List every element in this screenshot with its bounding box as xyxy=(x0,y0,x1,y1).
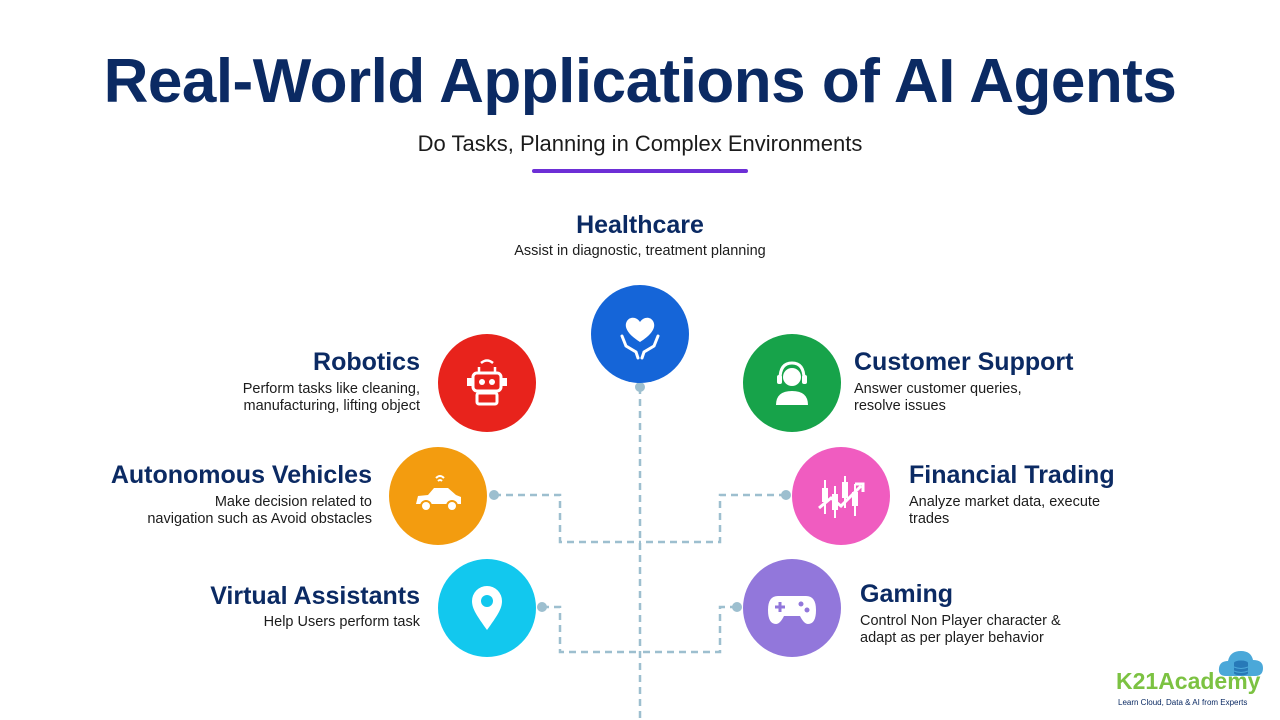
customer-support-circle xyxy=(743,334,841,432)
customer-support-desc-line: Answer customer queries, xyxy=(854,381,1022,397)
customer-support-desc-line: resolve issues xyxy=(854,398,946,414)
connector-virtual xyxy=(542,605,640,654)
node-dot-virtual xyxy=(537,602,547,612)
robotics-circle xyxy=(438,334,536,432)
autonomous-vehicles-desc: Make decision related to navigation such… xyxy=(60,494,372,528)
candlestick-chart-icon xyxy=(818,476,865,518)
gaming-title: Gaming xyxy=(860,580,954,608)
gamepad-icon xyxy=(768,596,816,624)
financial-trading-desc: Analyze market data, execute trades xyxy=(909,494,1169,528)
connector-gaming xyxy=(640,605,737,654)
robot-icon xyxy=(467,359,507,406)
robotics-desc-line: manufacturing, lifting object xyxy=(243,398,420,414)
customer-support-desc: Answer customer queries, resolve issues xyxy=(854,381,1154,415)
financial-trading-title: Financial Trading xyxy=(909,461,1115,489)
healthcare-circle xyxy=(591,285,689,383)
financial-trading-circle xyxy=(792,447,890,545)
financial-trading-desc-line: Analyze market data, execute xyxy=(909,494,1101,510)
robotics-title: Robotics xyxy=(313,348,420,376)
heart-hands-icon xyxy=(620,317,660,360)
gaming-desc-line: adapt as per player behavior xyxy=(860,630,1044,646)
customer-support-title: Customer Support xyxy=(854,348,1074,376)
connector-autonomous xyxy=(494,493,640,544)
robotics-desc-line: Perform tasks like cleaning, xyxy=(242,381,420,397)
virtual-assistants-title: Virtual Assistants xyxy=(210,582,420,610)
car-icon xyxy=(416,475,461,512)
virtual-assistants-circle xyxy=(438,559,536,657)
autonomous-vehicles-circle xyxy=(389,447,487,545)
logo-name: K21Academy xyxy=(1116,668,1261,694)
page-title: Real-World Applications of AI Agents xyxy=(103,47,1177,116)
healthcare-desc: Assist in diagnostic, treatment planning xyxy=(514,243,766,259)
logo-tagline: Learn Cloud, Data & AI from Experts xyxy=(1118,698,1248,707)
gaming-desc: Control Non Player character & adapt as … xyxy=(860,613,1120,647)
autonomous-vehicles-desc-line: navigation such as Avoid obstacles xyxy=(147,511,372,527)
brand-logo: K21Academy Learn Cloud, Data & AI from E… xyxy=(1112,646,1274,716)
robotics-desc: Perform tasks like cleaning, manufacturi… xyxy=(160,381,420,415)
location-pin-icon xyxy=(472,586,502,630)
headset-agent-icon xyxy=(776,361,808,405)
node-dot-financial xyxy=(781,490,791,500)
node-dot-healthcare xyxy=(635,382,645,392)
node-dot-gaming xyxy=(732,602,742,612)
cloud-database-icon xyxy=(1218,651,1263,676)
virtual-assistants-desc: Help Users perform task xyxy=(120,614,420,631)
financial-trading-desc-line: trades xyxy=(909,511,950,527)
virtual-assistants-desc-line: Help Users perform task xyxy=(263,614,420,630)
healthcare-title: Healthcare xyxy=(576,211,704,239)
page-subtitle: Do Tasks, Planning in Complex Environmen… xyxy=(417,131,863,156)
autonomous-vehicles-title: Autonomous Vehicles xyxy=(110,461,372,489)
node-dot-autonomous xyxy=(489,490,499,500)
gaming-circle xyxy=(743,559,841,657)
connector-financial xyxy=(640,493,786,544)
gaming-desc-line: Control Non Player character & xyxy=(860,613,1061,629)
autonomous-vehicles-desc-line: Make decision related to xyxy=(214,494,372,510)
title-underline xyxy=(532,169,748,173)
